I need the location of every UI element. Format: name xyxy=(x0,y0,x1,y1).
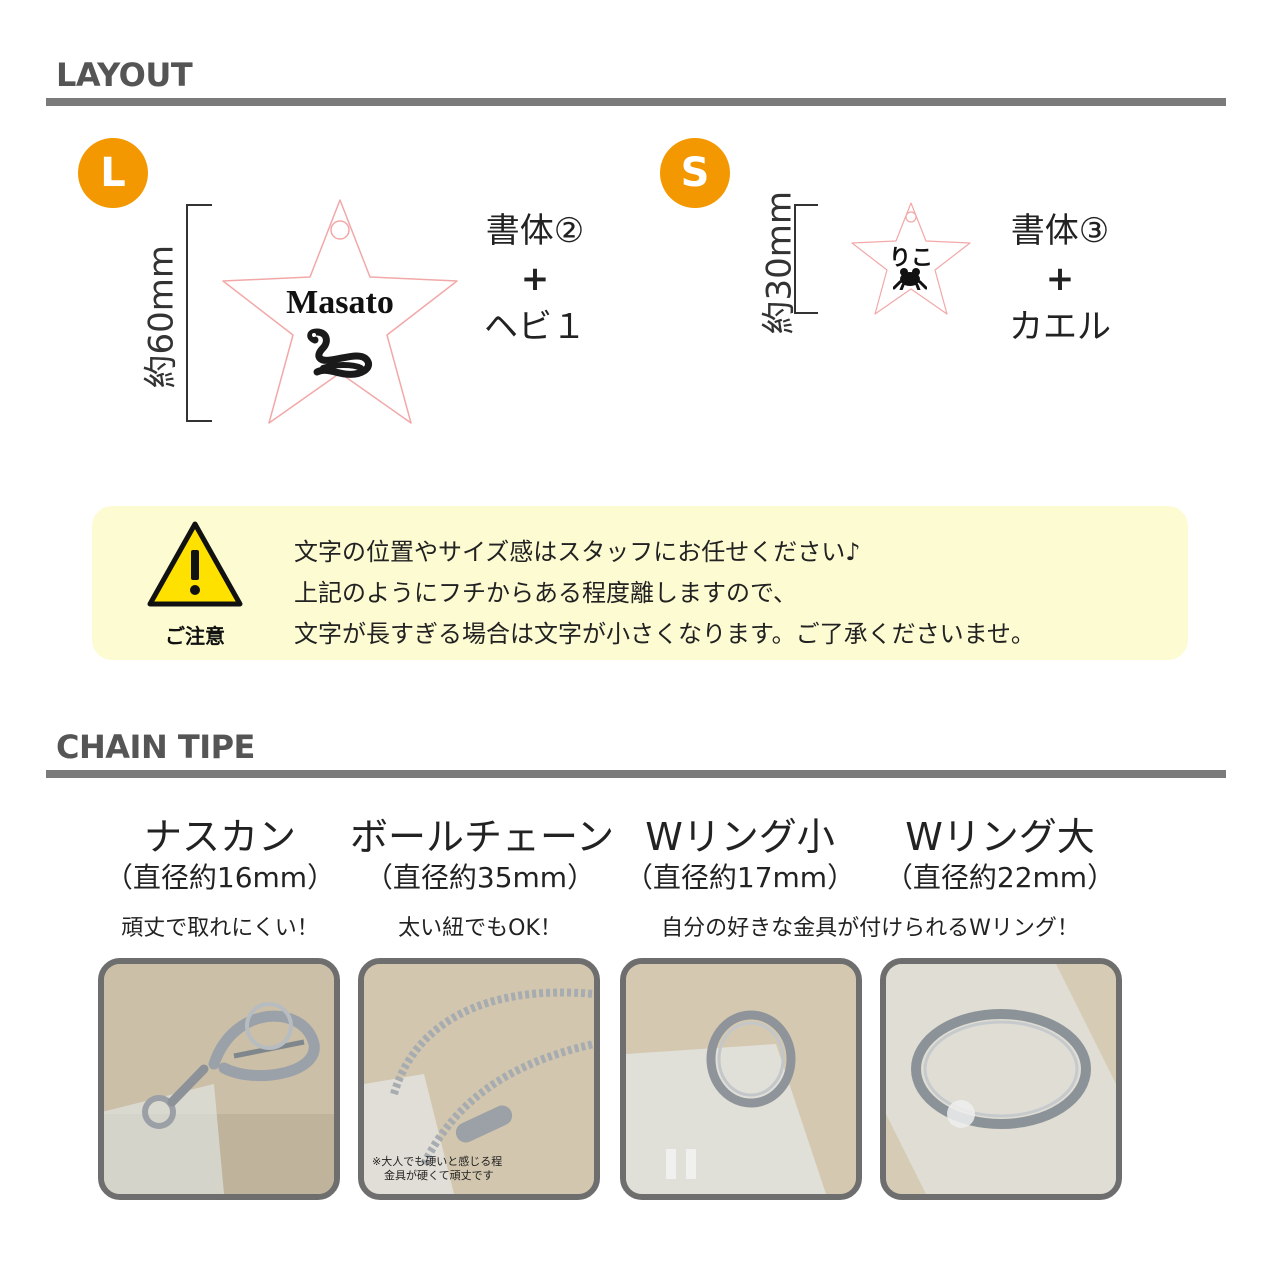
name-text-large: Masato xyxy=(286,284,394,321)
chain-size-large-ring: （直径約22mm） xyxy=(884,861,1116,894)
layout-section-title: LAYOUT xyxy=(56,56,193,94)
small-ring-photo xyxy=(620,958,862,1200)
ball-chain-note-line-2: 金具が硬くて頑丈です xyxy=(384,1169,494,1182)
name-text-small: りこ xyxy=(888,246,933,271)
chain-size-carabiner: （直径約16mm） xyxy=(104,861,336,894)
chain-desc-ball-chain: 太い紐でもOK！ xyxy=(398,916,562,941)
frog-icon xyxy=(893,268,927,290)
ball-chain-note-line-1: ※大人でも硬いと感じる程 xyxy=(372,1155,503,1168)
chain-title-large-ring: Wリング大 xyxy=(905,815,1095,859)
font-label-large: 書体② xyxy=(485,211,585,251)
size-badge-small: S xyxy=(660,138,730,208)
dimension-bracket-large xyxy=(186,204,212,422)
size-badge-large: L xyxy=(78,138,148,208)
font-label-small: 書体③ xyxy=(1010,211,1110,251)
chain-title-small-ring: Wリング小 xyxy=(645,815,835,859)
chain-section-title: CHAIN TIPE xyxy=(56,728,255,766)
notice-line-1: 文字の位置やサイズ感はスタッフにお任せください♪ xyxy=(294,538,861,566)
chain-size-ball-chain: （直径約35mm） xyxy=(364,861,596,894)
warning-icon xyxy=(147,521,243,607)
chain-title-ball-chain: ボールチェーン xyxy=(350,815,615,859)
notice-box xyxy=(92,506,1188,660)
warning-label: ご注意 xyxy=(165,624,225,648)
plus-sign-large: + xyxy=(520,259,550,299)
ball-chain-photo xyxy=(358,958,600,1200)
dimension-label-large: 約60mm xyxy=(141,244,182,389)
chain-desc-carabiner: 頑丈で取れにくい！ xyxy=(121,916,319,941)
carabiner-photo xyxy=(98,958,340,1200)
star-tag-small xyxy=(851,202,971,315)
notice-line-2: 上記のようにフチからある程度離しますので、 xyxy=(294,579,798,607)
chain-desc-w-ring: 自分の好きな金具が付けられるWリング！ xyxy=(661,916,1079,941)
dimension-label-small: 約30mm xyxy=(759,190,800,335)
layout-section-rule xyxy=(46,98,1226,106)
plus-sign-small: + xyxy=(1045,259,1075,299)
large-ring-photo xyxy=(880,958,1122,1200)
ball-chain-note: ※大人でも硬いと感じる程 金具が硬くて頑丈です xyxy=(372,1155,502,1183)
chain-title-carabiner: ナスカン xyxy=(143,815,296,859)
chain-size-small-ring: （直径約17mm） xyxy=(624,861,856,894)
snake-icon xyxy=(307,328,372,378)
chain-section-rule xyxy=(46,770,1226,778)
notice-line-3: 文字が長すぎる場合は文字が小さくなります。ご了承くださいませ。 xyxy=(294,620,1035,648)
motif-label-small: カエル xyxy=(1009,307,1111,347)
dimension-bracket-small xyxy=(794,204,818,314)
motif-label-large: ヘビ１ xyxy=(484,307,586,347)
